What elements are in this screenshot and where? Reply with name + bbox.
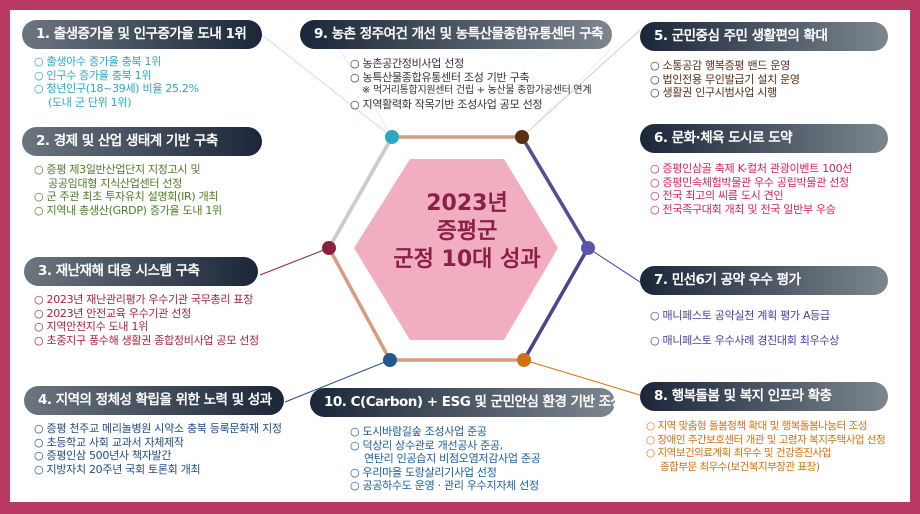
list-item: 법인전용 무인발급기 설치 운영 <box>650 73 801 87</box>
section-9-list: 농촌공간정비사업 선정 농특산물종합유통센터 조성 기반 구축 ※ 먹거리통합지… <box>350 57 592 112</box>
section-1-list: 출생아수 증가율 충북 1위 인구수 증가율 충북 1위 청년인구(18~39세… <box>34 55 200 109</box>
section-3-list: 2023년 재난관리평가 우수기관 국무총리 표창 2023년 안전교육 우수기… <box>34 293 260 348</box>
section-5-list: 소통공감 행복증평 밴드 운영 법인전용 무인발급기 설치 운영 생활권 인구시… <box>650 59 801 100</box>
connector-9 <box>339 49 393 138</box>
list-item: 장애인 주간보호센터 개관 및 고령자 복지주택사업 선정 <box>646 434 886 448</box>
section-5-header: 5. 군민중심 주민 생활편의 확대 <box>640 22 888 51</box>
list-item: 지방자치 20주년 국회 토론회 개최 <box>34 463 282 477</box>
section-2-header: 2. 경제 및 산업 생태계 기반 구축 <box>22 127 262 156</box>
connector-8 <box>523 359 641 396</box>
list-item: 청년인구(18~39세) 비율 25.2% <box>34 82 200 96</box>
node-dot <box>515 130 529 144</box>
list-item: 2023년 재난관리평가 우수기관 국무총리 표창 <box>34 293 259 307</box>
section-6-header: 6. 문화·체육 도시로 도약 <box>640 124 888 153</box>
connector-1 <box>261 34 393 138</box>
list-item: 전국 최고의 씨름 도시 견인 <box>650 189 852 203</box>
list-item: 매니페스토 우수사례 경진대회 최우수상 <box>650 328 840 353</box>
section-1-header: 1. 출생증가율 및 인구증가율 도내 1위 <box>22 20 262 49</box>
node-dot <box>383 353 397 367</box>
list-note: ※ 먹거리통합지원센터 건립 + 농산물 종합가공센터 연계 <box>362 85 592 96</box>
list-item: 출생아수 증가율 충북 1위 <box>34 55 199 69</box>
list-item: 도시바람길숲 조성사업 준공 <box>350 425 541 439</box>
list-item: 소통공감 행복증평 밴드 운영 <box>650 59 800 73</box>
node-dot <box>385 130 399 144</box>
list-item: 지역안전지수 도내 1위 <box>34 320 259 334</box>
title-main: 군정 10대 성과 <box>393 247 541 272</box>
infographic-canvas: 2023년 증평군 군정 10대 성과 1. 출생증가율 및 인구증가율 도내 … <box>10 10 910 502</box>
list-item: (도내 군 단위 1위) <box>48 95 132 109</box>
connector-3 <box>259 247 330 276</box>
list-item: 지역 맞춤형 돌봄정책 확대 및 행복돌봄나눔터 조성 <box>646 420 885 434</box>
list-item: 덕상리 상수관로 개선공사 준공, <box>350 439 541 453</box>
section-6-list: 증평인삼골 축제 K-컬처 관광이벤트 100선 증평민속체험박물관 우수 공립… <box>650 162 853 217</box>
section-3-header: 3. 재난재해 대응 시스템 구축 <box>24 257 258 286</box>
list-item: 초중지구 풍수해 생활권 종합정비사업 공모 선정 <box>34 334 260 348</box>
section-7-header: 7. 민선6기 공약 우수 평가 <box>640 266 888 295</box>
list-item: 증평민속체험박물관 우수 공립박물관 선정 <box>650 176 852 190</box>
center-title: 2023년 증평군 군정 10대 성과 <box>362 190 572 274</box>
list-item: 지역내 총생산(GRDP) 증가율 도내 1위 <box>34 204 223 218</box>
title-county: 증평군 <box>436 219 498 244</box>
section-10-header: 10. C(Carbon) + ESG 및 군민안심 환경 기반 조성 <box>310 388 623 417</box>
node-dot <box>322 241 336 255</box>
list-item: 전국족구대회 개최 및 전국 일반부 우승 <box>650 203 852 217</box>
title-year: 2023년 <box>426 191 508 216</box>
node-dot <box>517 353 531 367</box>
list-item: 공공하수도 운영 · 관리 우수지자체 선정 <box>350 479 541 493</box>
hexagon-diagram <box>259 29 641 403</box>
hexagon-center-fill <box>354 159 558 340</box>
list-item: 초등학교 사회 교과서 자체제작 <box>34 436 282 450</box>
connector-7 <box>587 247 641 283</box>
section-4-header: 4. 지역의 정체성 확립을 위한 노력 및 성과 <box>24 386 284 415</box>
list-item: 증평 천주교 메리놀병원 시약소 충북 등록문화재 지정 <box>34 422 283 436</box>
section-10-list: 도시바람길숲 조성사업 준공 덕상리 상수관로 개선공사 준공, 연탄리 인공습… <box>350 425 541 493</box>
list-item: 연탄리 인공습지 비점오염저감사업 준공 <box>364 452 541 465</box>
list-item: 종합부문 최우수(보건복지부장관 표창) <box>660 460 820 473</box>
section-8-header: 8. 행복돌봄 및 복지 인프라 확충 <box>640 382 888 411</box>
list-item: 지역활력화 작목기반 조성사업 공모 선정 <box>350 98 591 112</box>
list-item: 지역보건의료계획 최우수 및 건강증진사업 <box>646 447 885 461</box>
section-7-list: 매니페스토 공약실천 계획 평가 A등급 매니페스토 우수사례 경진대회 최우수… <box>650 303 840 353</box>
list-item: 2023년 안전교육 우수기관 선정 <box>34 307 259 321</box>
list-item: 우리마을 도랑살리기사업 선정 <box>350 466 541 480</box>
list-item: 매니페스토 공약실천 계획 평가 A등급 <box>650 303 839 328</box>
section-2-list: 증평 제3일반산업단지 지정고시 및 공공임대형 지식산업센터 선정 군 주관 … <box>34 163 223 218</box>
section-4-list: 증평 천주교 메리놀병원 시약소 충북 등록문화재 지정 초등학교 사회 교과서… <box>34 422 283 477</box>
list-item: 공공임대형 지식산업센터 선정 <box>48 176 183 190</box>
connector-9b <box>521 49 611 138</box>
list-item: 농촌공간정비사업 선정 <box>350 57 591 71</box>
list-item: 군 주관 최초 투자유치 설명회(IR) 개최 <box>34 190 222 204</box>
connector-4 <box>284 359 391 403</box>
section-8-list: 지역 맞춤형 돌봄정책 확대 및 행복돌봄나눔터 조성 장애인 주간보호센터 개… <box>646 420 886 474</box>
list-item: 인구수 증가율 충북 1위 <box>34 69 199 83</box>
list-item: 농특산물종합유통센터 조성 기반 구축 <box>350 71 591 85</box>
node-dot <box>581 241 595 255</box>
list-item: 증평 제3일반산업단지 지정고시 및 <box>34 163 222 177</box>
list-item: 증평인삼 500년사 책자발간 <box>34 449 282 463</box>
list-item: 증평인삼골 축제 K-컬처 관광이벤트 100선 <box>650 162 853 176</box>
list-item: 생활권 인구시범사업 시행 <box>650 86 800 100</box>
section-9-header: 9. 농촌 정주여건 개선 및 농특산물종합유통센터 구축 <box>300 20 612 49</box>
